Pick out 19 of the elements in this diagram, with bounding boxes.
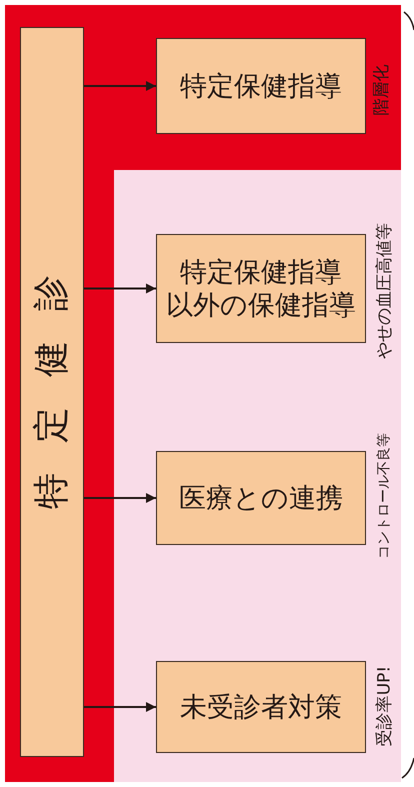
side-note: 階層化 bbox=[370, 64, 392, 116]
side-note: コントロール不良等 bbox=[375, 433, 393, 559]
arrow bbox=[84, 493, 156, 503]
program-box bbox=[156, 661, 366, 753]
side-note: 受診率UP! bbox=[374, 666, 396, 746]
arrow bbox=[84, 702, 156, 712]
program-box bbox=[156, 234, 366, 343]
arrow bbox=[84, 284, 156, 294]
side-note: やせの血圧高値等 bbox=[374, 223, 396, 359]
box-label: 以外の保健指導 bbox=[166, 288, 356, 322]
box-label: 特定保健指導 bbox=[180, 256, 342, 288]
program-box bbox=[156, 38, 366, 134]
program-box bbox=[156, 451, 366, 545]
box-label: 未受診者対策 bbox=[180, 690, 342, 724]
box-label: 特定健診 bbox=[32, 245, 72, 511]
arrow bbox=[84, 81, 156, 91]
box-label: 特定保健指導 bbox=[180, 70, 342, 102]
box-label: 医療との連携 bbox=[179, 482, 343, 514]
checkup-box bbox=[20, 27, 84, 757]
